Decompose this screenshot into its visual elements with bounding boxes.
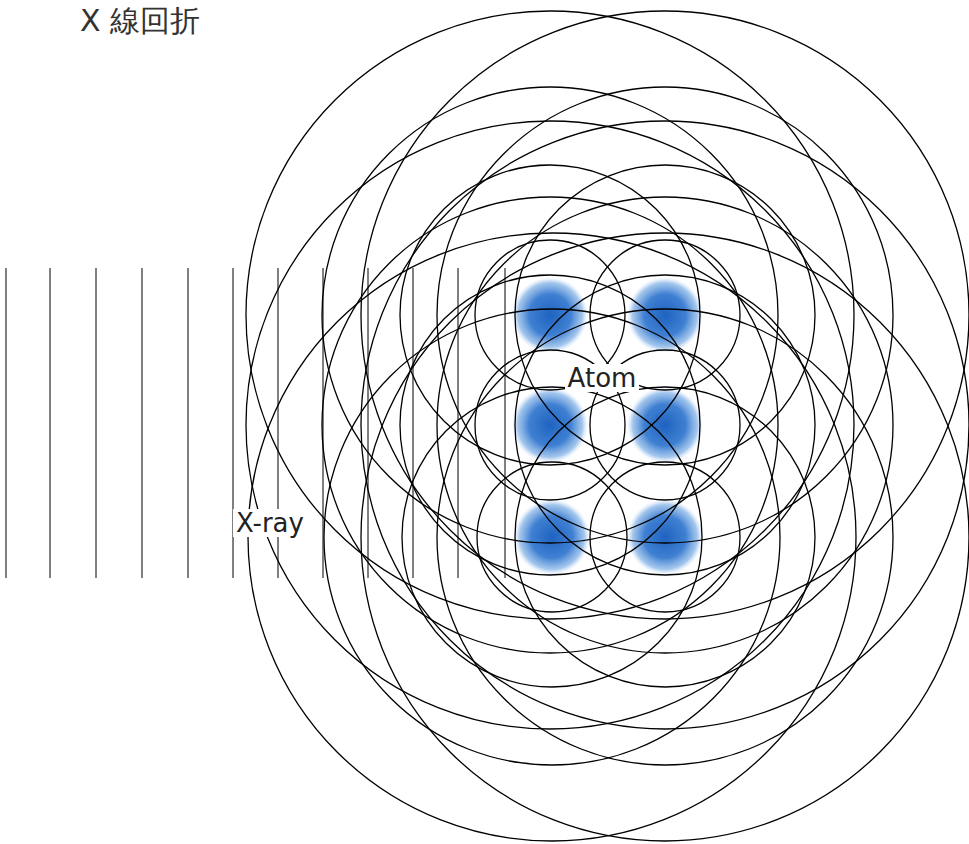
- wavelet-circle: [402, 387, 702, 687]
- wavelet-circle: [361, 233, 969, 841]
- wavelet-circle: [248, 233, 856, 841]
- wavelet-circle: [437, 309, 893, 765]
- wave-front: [142, 268, 143, 578]
- wavelet-circle: [477, 462, 627, 612]
- wavelet-circle: [515, 387, 815, 687]
- wavelet-circle: [322, 87, 778, 543]
- scattered-wavelets: [246, 11, 969, 841]
- wavelet-circle: [400, 165, 700, 465]
- wavelet-circle: [515, 165, 815, 465]
- atom: [627, 499, 703, 575]
- wave-front: [188, 268, 189, 578]
- text-label: X-ray: [233, 509, 307, 538]
- wavelet-circle: [437, 197, 893, 653]
- atom: [627, 277, 703, 353]
- wave-front: [413, 268, 414, 578]
- atoms: [512, 277, 703, 575]
- wavelet-circle: [324, 309, 780, 765]
- diagram-title: X 線回折: [80, 4, 200, 37]
- text-label: Atom: [565, 364, 640, 393]
- wavelet-circle: [322, 197, 778, 653]
- wavelet-circle: [361, 121, 969, 729]
- wavelet-circle: [361, 11, 969, 619]
- atom: [514, 499, 590, 575]
- wave-front: [50, 268, 51, 578]
- wavelet-circle: [590, 462, 740, 612]
- wavelet-circle: [246, 121, 854, 729]
- wave-front: [6, 268, 7, 578]
- wave-front: [96, 268, 97, 578]
- wavelet-circle: [437, 87, 893, 543]
- wavelet-circle: [246, 11, 854, 619]
- plane-wave-fronts: [6, 268, 505, 578]
- wave-front: [368, 268, 369, 578]
- wavelet-circle: [400, 275, 700, 575]
- atom: [512, 387, 588, 463]
- wavelet-circle: [515, 275, 815, 575]
- atom: [512, 277, 588, 353]
- atom: [627, 387, 703, 463]
